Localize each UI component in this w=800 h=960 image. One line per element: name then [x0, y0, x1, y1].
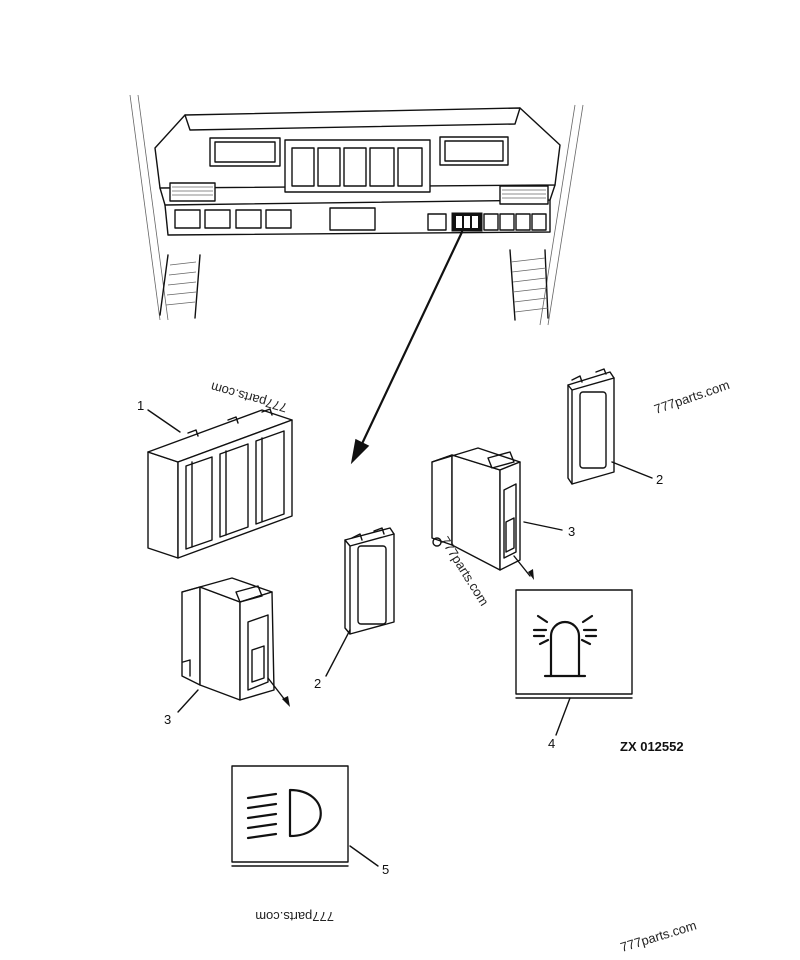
right-pillar	[509, 249, 549, 321]
dashboard-overview	[129, 94, 584, 326]
rocker-switch-part-3-lower	[181, 577, 290, 707]
headlight-icon	[231, 765, 349, 867]
location-arrow	[350, 230, 464, 465]
right-vent	[499, 185, 549, 205]
callout-2-center: 2	[314, 676, 321, 691]
rotating-beacon-icon	[515, 589, 633, 699]
callout-3-upper: 3	[568, 524, 575, 539]
callout-1: 1	[137, 398, 144, 413]
callout-2-right: 2	[656, 472, 663, 487]
blank-plug-part-2-right	[567, 368, 615, 485]
blank-plug-part-2-center	[344, 527, 395, 635]
switch-housing-part-1	[147, 408, 293, 559]
leader-lines	[147, 409, 653, 867]
left-vent	[169, 182, 216, 202]
callout-3-lower: 3	[164, 712, 171, 727]
left-pillar	[159, 254, 201, 319]
callout-4: 4	[548, 736, 555, 751]
watermark-top-left: 777parts.com	[209, 379, 289, 415]
watermark-bottom-mirrored: 777parts.com	[255, 909, 334, 924]
watermark-bottom-right: 777parts.com	[618, 917, 698, 954]
watermark-top-right: 777parts.com	[652, 377, 731, 417]
drawing-reference: ZX 012552	[620, 739, 684, 754]
callout-5: 5	[382, 862, 389, 877]
rocker-switch-part-3-upper	[431, 447, 534, 580]
